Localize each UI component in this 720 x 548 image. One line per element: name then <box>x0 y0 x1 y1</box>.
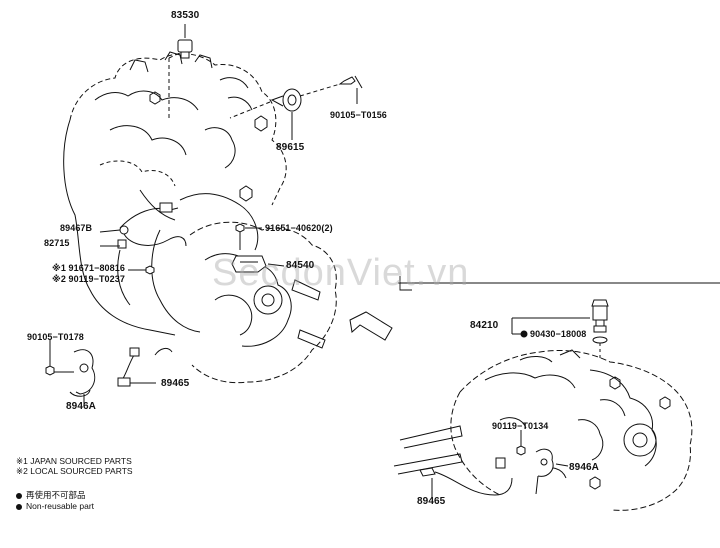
note-japan-sourced: ※1 JAPAN SOURCED PARTS <box>16 456 132 466</box>
label-91671: ※1 91671−80816 <box>52 263 125 273</box>
part-83530-shape <box>168 24 193 120</box>
part-89467B-shape <box>99 202 187 249</box>
label-89465-right: 89465 <box>417 496 446 507</box>
label-82715: 82715 <box>44 238 70 248</box>
label-84540: 84540 <box>286 260 315 271</box>
label-90105-T0178: 90105−T0178 <box>27 332 84 342</box>
part-89615-shape <box>229 75 363 140</box>
label-8946A-right: 8946A <box>569 462 599 473</box>
part-8946A-right-shape <box>516 430 569 495</box>
label-90119-T0237: ※2 90119−T0237 <box>52 274 125 284</box>
label-90105-T0156: 90105−T0156 <box>330 110 387 120</box>
bullet-icon <box>16 503 22 510</box>
label-89465-left: 89465 <box>161 378 190 389</box>
label-8946A-left: 8946A <box>66 401 96 412</box>
label-89467B: 89467B <box>60 223 93 233</box>
part-84540-shape <box>231 223 285 273</box>
note-local-sourced: ※2 LOCAL SOURCED PARTS <box>16 466 133 476</box>
label-89615: 89615 <box>276 142 305 153</box>
label-90430-18008: 90430−18008 <box>530 329 587 339</box>
watermark-text: SecdonViet.vn <box>212 252 470 294</box>
note-nonreusable-jp: 再使用不可部品 <box>16 489 86 501</box>
part-84210-shape <box>511 299 609 360</box>
label-83530: 83530 <box>171 10 200 21</box>
part-89465-right-shape <box>419 457 513 498</box>
transaxle-illustration <box>393 349 693 511</box>
part-8946A-left-shape <box>45 340 96 404</box>
label-91651: 91651−40620(2) <box>265 223 333 233</box>
label-84210: 84210 <box>470 320 499 331</box>
bullet-icon <box>16 492 22 499</box>
label-90119-T0134: 90119−T0134 <box>492 421 549 431</box>
part-91671-shape <box>128 265 155 275</box>
arrow-shape <box>349 311 393 341</box>
note-nonreusable-en: Non-reusable part <box>16 501 94 511</box>
part-89465-left-shape <box>117 347 173 387</box>
